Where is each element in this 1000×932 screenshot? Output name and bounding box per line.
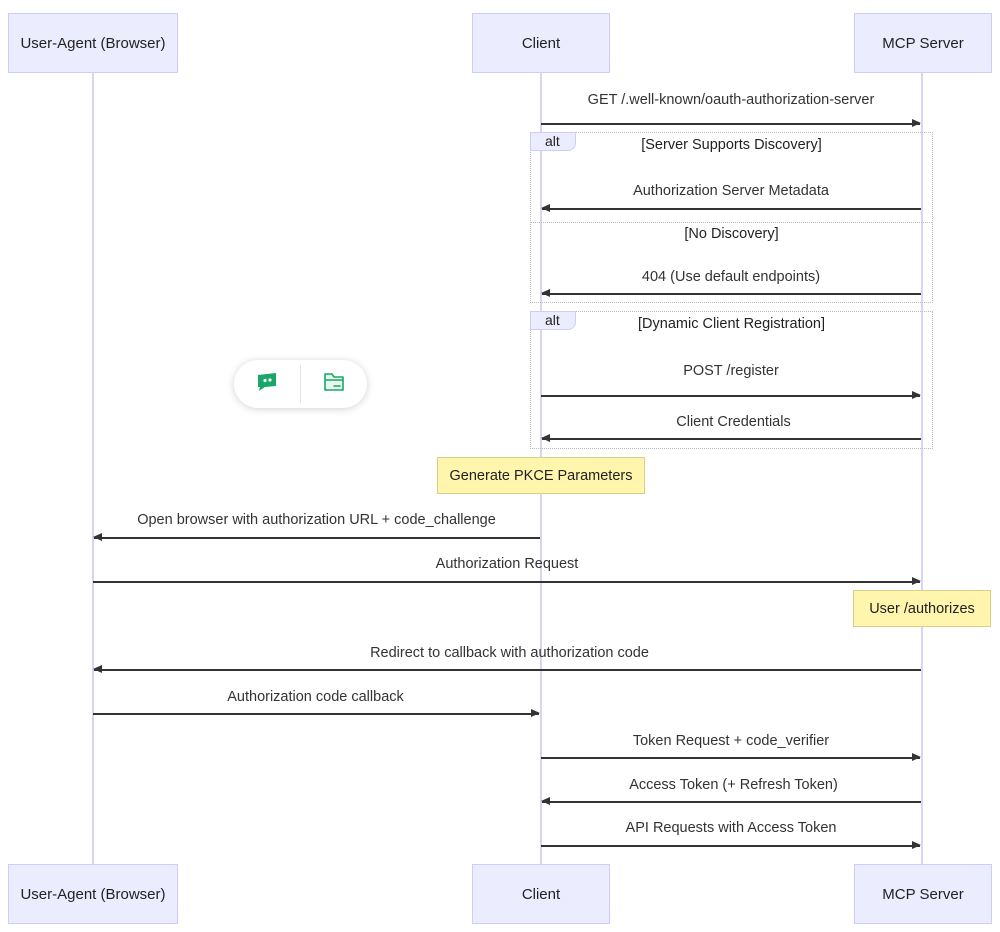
alt-else-divider	[531, 222, 932, 223]
message-label: Access Token (+ Refresh Token)	[629, 777, 838, 793]
folder-icon	[322, 371, 346, 398]
actor-user-agent-top[interactable]: User-Agent (Browser)	[8, 13, 178, 73]
message-arrow	[541, 842, 921, 848]
note-text: Generate PKCE Parameters	[449, 467, 633, 484]
actor-user-agent-bottom[interactable]: User-Agent (Browser)	[8, 864, 178, 924]
message-arrow	[93, 666, 921, 672]
actor-client-top[interactable]: Client	[472, 13, 610, 73]
message-label: Authorization Server Metadata	[633, 183, 829, 199]
message-label: Token Request + code_verifier	[632, 733, 830, 749]
actor-label: Client	[521, 885, 561, 903]
alt-frame-discovery: alt [Server Supports Discovery] [No Disc…	[530, 132, 933, 303]
alt-frame-registration: alt [Dynamic Client Registration]	[530, 311, 933, 449]
comment-button[interactable]	[234, 360, 300, 408]
message-arrow	[541, 392, 921, 398]
actor-server-top[interactable]: MCP Server	[854, 13, 992, 73]
note-pkce: Generate PKCE Parameters	[437, 457, 645, 494]
message-label: POST /register	[683, 363, 779, 379]
actor-label: User-Agent (Browser)	[20, 34, 166, 52]
message-label: Client Credentials	[676, 414, 791, 430]
alt-tag: alt	[530, 132, 576, 151]
alt-condition: [Server Supports Discovery]	[641, 137, 822, 153]
message-arrow	[541, 798, 921, 804]
message-label: GET /.well-known/oauth-authorization-ser…	[587, 92, 875, 108]
actor-label: MCP Server	[882, 885, 964, 903]
actor-label: User-Agent (Browser)	[20, 885, 166, 903]
lifeline-server	[921, 72, 923, 864]
message-arrow	[541, 435, 921, 441]
toolbar-divider	[300, 365, 301, 403]
message-label: Authorization code callback	[227, 689, 404, 705]
message-arrow	[93, 710, 540, 716]
message-arrow	[541, 205, 921, 211]
message-label: API Requests with Access Token	[625, 820, 837, 836]
alt-tag: alt	[530, 311, 576, 330]
folder-button[interactable]	[301, 360, 367, 408]
message-arrow	[541, 290, 921, 296]
lifeline-user-agent	[92, 72, 94, 864]
message-label: Authorization Request	[435, 556, 579, 572]
actor-label: Client	[521, 34, 561, 52]
comment-icon	[255, 371, 279, 398]
message-arrow	[93, 578, 921, 584]
floating-toolbar	[234, 360, 367, 408]
note-text: User /authorizes	[869, 600, 975, 617]
note-user-authorizes: User /authorizes	[853, 590, 991, 627]
alt-condition: [Dynamic Client Registration]	[638, 316, 825, 332]
message-arrow	[541, 120, 921, 126]
alt-else-condition: [No Discovery]	[684, 226, 779, 242]
message-label: Redirect to callback with authorization …	[370, 645, 649, 661]
actor-server-bottom[interactable]: MCP Server	[854, 864, 992, 924]
actor-client-bottom[interactable]: Client	[472, 864, 610, 924]
message-label: Open browser with authorization URL + co…	[137, 512, 496, 528]
message-arrow	[93, 534, 540, 540]
message-arrow	[541, 754, 921, 760]
actor-label: MCP Server	[882, 34, 964, 52]
message-label: 404 (Use default endpoints)	[641, 269, 821, 285]
